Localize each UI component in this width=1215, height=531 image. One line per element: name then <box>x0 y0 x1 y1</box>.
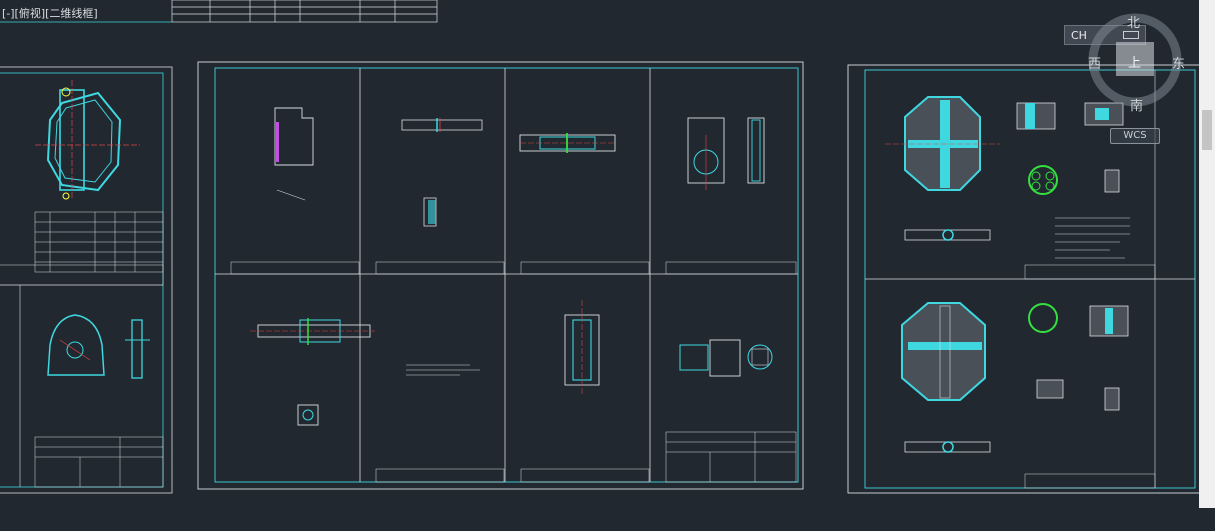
top-face-label[interactable]: 上 <box>1128 56 1142 71</box>
middle-sheet <box>197 61 804 490</box>
right-sheet <box>847 64 1215 494</box>
language-code: CH <box>1071 28 1087 42</box>
north-label[interactable]: 北 <box>1127 16 1141 31</box>
vertical-scrollbar[interactable] <box>1199 0 1215 490</box>
vertical-scroll-thumb[interactable] <box>1202 110 1212 150</box>
wcs-menu[interactable]: WCS <box>1110 128 1160 144</box>
viewcube-ring <box>1088 13 1182 107</box>
keyboard-icon <box>1123 31 1139 39</box>
scrollbar-corner <box>1199 490 1215 508</box>
west-label[interactable]: 西 <box>1088 57 1102 72</box>
east-label[interactable]: 东 <box>1172 57 1186 72</box>
viewport-controls-label[interactable]: [-][俯视][二维线框] <box>2 7 98 20</box>
south-label[interactable]: 南 <box>1130 99 1144 114</box>
left-sheet <box>0 66 173 494</box>
top-title-block <box>0 0 438 23</box>
